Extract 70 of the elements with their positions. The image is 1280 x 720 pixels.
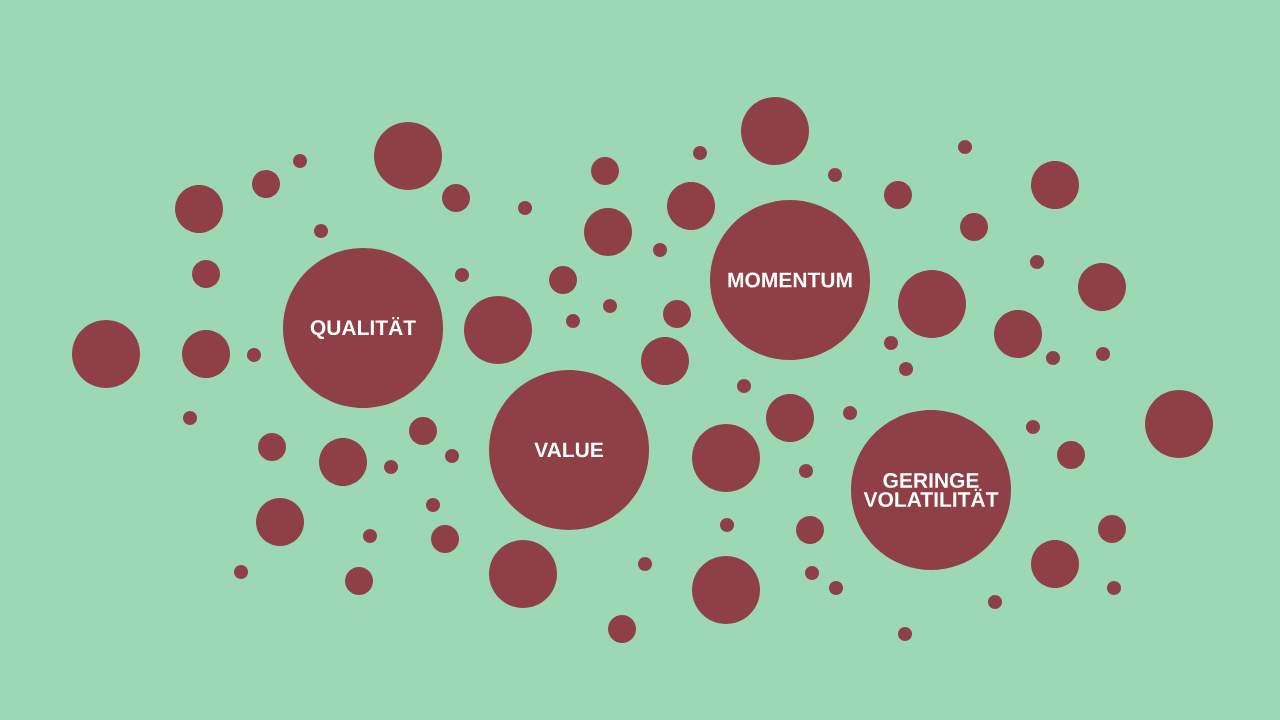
dot <box>693 146 707 160</box>
dot <box>1031 540 1079 588</box>
dot <box>958 140 972 154</box>
dot <box>464 296 532 364</box>
dot <box>899 362 913 376</box>
dot <box>293 154 307 168</box>
dot <box>374 122 442 190</box>
dot <box>898 270 966 338</box>
dot <box>409 417 437 445</box>
dot <box>805 566 819 580</box>
dot <box>363 529 377 543</box>
dot <box>518 201 532 215</box>
dot <box>1078 263 1126 311</box>
dot <box>766 394 814 442</box>
dot <box>603 299 617 313</box>
dot <box>384 460 398 474</box>
dot <box>1098 515 1126 543</box>
dot <box>1046 351 1060 365</box>
dot <box>182 330 230 378</box>
dot <box>431 525 459 553</box>
dot <box>692 556 760 624</box>
dot <box>960 213 988 241</box>
dot <box>319 438 367 486</box>
dot <box>884 181 912 209</box>
dot <box>591 157 619 185</box>
dot <box>608 615 636 643</box>
dot <box>175 185 223 233</box>
dot <box>549 266 577 294</box>
dot <box>799 464 813 478</box>
dot <box>898 627 912 641</box>
dot <box>72 320 140 388</box>
dot <box>667 182 715 230</box>
dot <box>183 411 197 425</box>
dot <box>247 348 261 362</box>
dot <box>663 300 691 328</box>
dot <box>455 268 469 282</box>
dot <box>256 498 304 546</box>
dot <box>884 336 898 350</box>
dot <box>1107 581 1121 595</box>
dot <box>828 168 842 182</box>
dot <box>1145 390 1213 458</box>
dot <box>442 184 470 212</box>
dot <box>234 565 248 579</box>
dot <box>737 379 751 393</box>
dot <box>741 97 809 165</box>
dot <box>994 310 1042 358</box>
dot <box>720 518 734 532</box>
dot <box>1030 255 1044 269</box>
dot <box>843 406 857 420</box>
dot <box>796 516 824 544</box>
dot <box>445 449 459 463</box>
dot <box>988 595 1002 609</box>
dot <box>641 337 689 385</box>
dot <box>1026 420 1040 434</box>
dot <box>489 540 557 608</box>
dot <box>252 170 280 198</box>
dot <box>692 424 760 492</box>
dot <box>345 567 373 595</box>
dot <box>314 224 328 238</box>
dot <box>258 433 286 461</box>
dot <box>1031 161 1079 209</box>
dot <box>584 208 632 256</box>
dot <box>653 243 667 257</box>
dot <box>1096 347 1110 361</box>
dot <box>829 581 843 595</box>
dot <box>1057 441 1085 469</box>
dot <box>566 314 580 328</box>
dot <box>192 260 220 288</box>
dot <box>638 557 652 571</box>
dot <box>426 498 440 512</box>
